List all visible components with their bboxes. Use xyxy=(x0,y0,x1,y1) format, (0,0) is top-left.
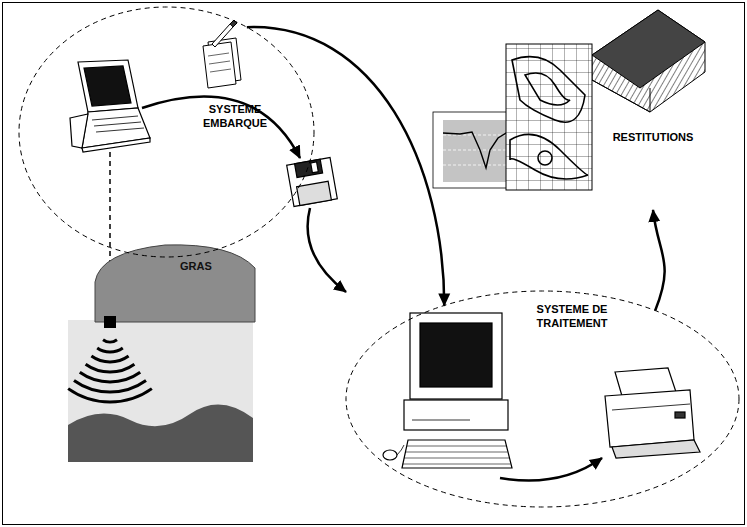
sonar-wave xyxy=(80,372,140,382)
system-label: SYSTEME DE TRAITEMENT xyxy=(528,302,616,330)
sonar-wave xyxy=(68,389,152,402)
system-ellipse: SYSTEME EMBARQUE xyxy=(18,6,315,258)
laptop xyxy=(70,60,150,152)
wireframe-model xyxy=(592,10,705,112)
notepad xyxy=(203,20,241,88)
data-arrow xyxy=(142,97,300,158)
boat-label: GRAS xyxy=(180,260,212,272)
data-arrow xyxy=(308,208,346,292)
system-label: SYSTEME EMBARQUE xyxy=(195,102,275,130)
sea-bed xyxy=(68,404,253,462)
key-row xyxy=(407,446,506,447)
key-row xyxy=(403,464,511,465)
water xyxy=(68,320,253,462)
flow-arrow xyxy=(247,27,444,305)
sonar-wave xyxy=(103,340,117,342)
flow-arrow xyxy=(653,210,665,311)
dashed-ellipse xyxy=(19,7,314,257)
sonar-wave xyxy=(86,364,135,372)
transducer xyxy=(104,316,116,328)
key-row xyxy=(404,458,509,459)
label-holder: GRAS xyxy=(180,256,212,274)
boat-hull xyxy=(95,245,255,322)
floppy-disk xyxy=(287,157,338,206)
computer xyxy=(383,313,512,468)
key-row xyxy=(406,452,508,453)
system-ellipse: SYSTEME DE TRAITEMENT xyxy=(345,290,740,508)
contour-map xyxy=(506,44,592,190)
output-group: RESTITUTIONS xyxy=(603,130,703,210)
sonar-wave xyxy=(91,356,128,362)
printer xyxy=(605,368,700,458)
dashed-ellipse xyxy=(346,291,739,507)
frame xyxy=(3,3,745,525)
sonar-wave xyxy=(97,348,123,352)
sonar-waves xyxy=(68,340,152,402)
system-label: RESTITUTIONS xyxy=(603,130,703,144)
sonar-wave xyxy=(74,380,146,392)
ellipse-outline xyxy=(18,6,315,258)
data-arrow xyxy=(500,458,602,481)
